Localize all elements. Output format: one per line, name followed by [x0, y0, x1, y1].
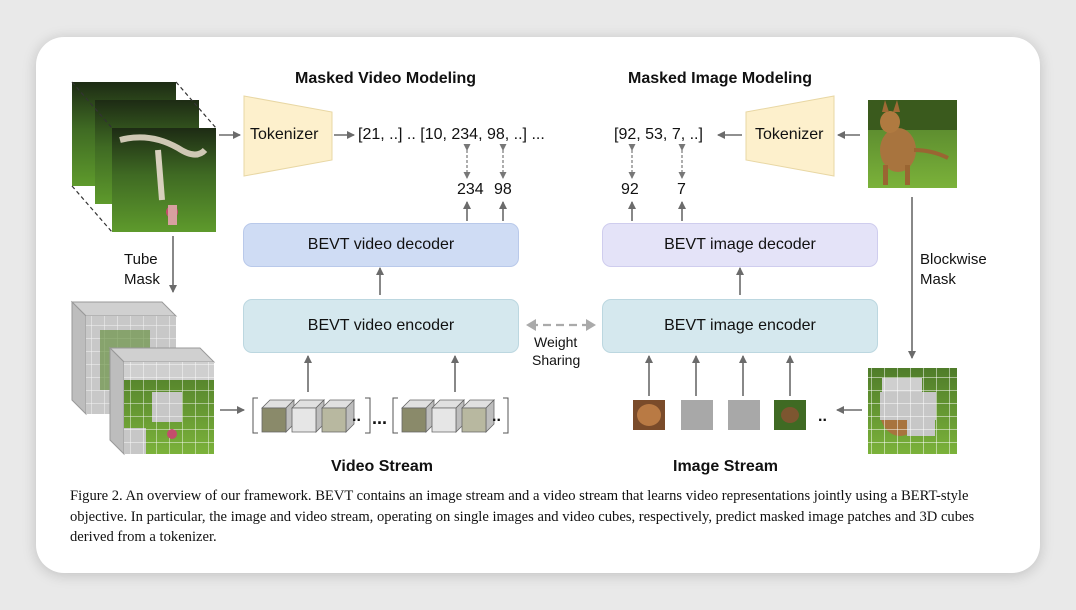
figure-caption: Figure 2. An overview of our framework. … [70, 488, 975, 545]
cube-dots-1: .. [352, 408, 361, 425]
cube-ellipsis: ... [372, 408, 388, 428]
blockwise-masked-image [868, 368, 957, 454]
video-cube [461, 399, 495, 433]
image-decoder: BEVT image decoder [602, 223, 878, 267]
video-encoder: BEVT video encoder [243, 299, 519, 353]
video-cube [401, 399, 435, 433]
mim-title: Masked Image Modeling [628, 70, 813, 87]
weight-sharing-label-2: Sharing [532, 352, 581, 368]
mvm-title: Masked Video Modeling [295, 70, 477, 87]
cube-row-1 [261, 399, 355, 433]
patch-dots: .. [818, 408, 827, 425]
image-pred-a: 92 [621, 181, 639, 198]
video-cube [321, 399, 355, 433]
blockwise-mask-label-2: Mask [920, 271, 956, 288]
cube-row-2 [401, 399, 495, 433]
dog-image [868, 100, 957, 188]
tube-mask-label-1: Tube [124, 251, 158, 268]
video-cube [291, 399, 325, 433]
video-encoder-label: BEVT video encoder [307, 317, 455, 334]
video-token-sequence: [21, ..] .. [10, 234, 98, ..] ... [358, 126, 545, 143]
image-token-sequence: [92, 53, 7, ..] [614, 126, 703, 143]
image-decoder-label: BEVT image decoder [664, 236, 816, 253]
video-stream-title: Video Stream [331, 458, 433, 475]
image-tokenizer-label: Tokenizer [755, 126, 824, 143]
video-pred-a: 234 [457, 181, 484, 198]
video-cube [261, 399, 295, 433]
video-frames [71, 81, 217, 233]
video-tokenizer-label: Tokenizer [250, 126, 319, 143]
video-cube [431, 399, 465, 433]
cube-dots-2: .. [492, 408, 501, 425]
weight-sharing-label-1: Weight [534, 334, 578, 350]
video-decoder-label: BEVT video decoder [307, 236, 455, 253]
image-patch-tokens [633, 400, 806, 430]
video-pred-b: 98 [494, 181, 512, 198]
tokenizer-shape [745, 95, 835, 177]
blockwise-mask-label-1: Blockwise [920, 251, 987, 268]
image-tokenizer: Tokenizer [745, 95, 835, 177]
tube-masked-video [70, 300, 216, 456]
image-stream-title: Image Stream [673, 458, 778, 475]
arrows [169, 131, 916, 414]
image-encoder: BEVT image encoder [602, 299, 878, 353]
video-tokenizer: Tokenizer [243, 95, 333, 177]
image-pred-b: 7 [677, 181, 686, 198]
video-decoder: BEVT video decoder [243, 223, 519, 267]
tube-mask-label-2: Mask [124, 271, 160, 288]
dashed-match-arrows [463, 144, 686, 179]
image-encoder-label: BEVT image encoder [664, 317, 816, 334]
tokenizer-shape [243, 95, 333, 177]
video-cube-tokens [252, 397, 509, 434]
